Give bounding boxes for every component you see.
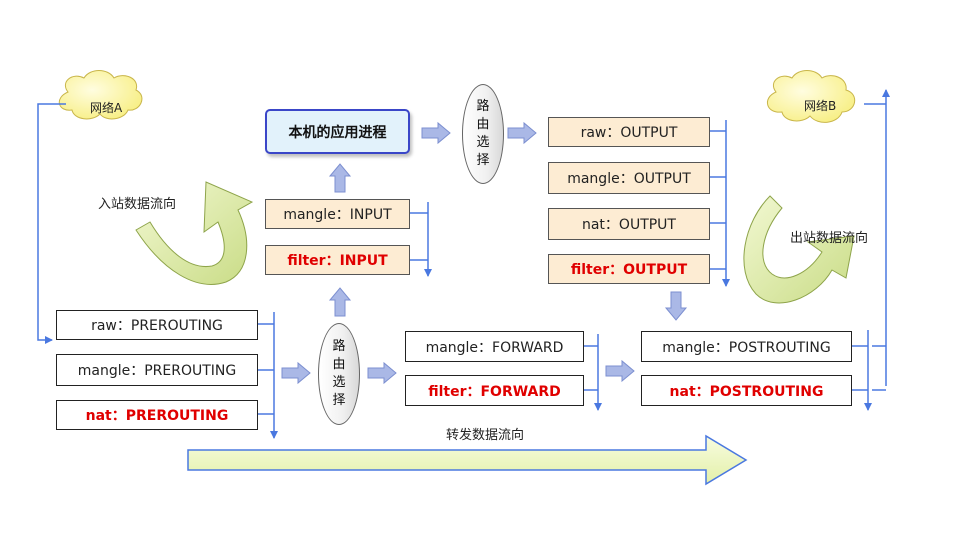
- arrow-input-to-app: [328, 163, 352, 193]
- routing-char: 择: [332, 393, 346, 408]
- arrow-prerouting-to-routing: [281, 361, 311, 385]
- routing-char: 选: [332, 375, 346, 390]
- prerouting-bracket: [258, 312, 278, 439]
- filter-input-box: filter：INPUT: [265, 245, 410, 275]
- filter-forward-box: filter：FORWARD: [405, 375, 584, 406]
- cloud-network-a-icon: [58, 70, 143, 120]
- arrow-routing-to-output: [507, 121, 537, 145]
- outbound-flow-label: 出站数据流向: [790, 231, 869, 246]
- arrow-forward-to-postrouting: [605, 359, 635, 383]
- network-b-label: 网络B: [804, 99, 837, 113]
- forward-flow-label: 转发数据流向: [446, 428, 525, 443]
- raw-prerouting-box: raw：PREROUTING: [56, 310, 258, 340]
- postrouting-bracket: [852, 330, 872, 411]
- nat-output-box: nat：OUTPUT: [548, 208, 710, 240]
- arrow-output-to-postrouting: [664, 291, 688, 321]
- routing-char: 由: [332, 357, 346, 372]
- forward-bracket: [584, 334, 602, 411]
- mangle-prerouting-box: mangle：PREROUTING: [56, 354, 258, 386]
- cloud-network-b-icon: [767, 70, 856, 123]
- input-bracket: [410, 202, 432, 277]
- forward-flow-big-arrow: [187, 434, 748, 486]
- outbound-network-line: [864, 89, 890, 391]
- mangle-postrouting-box: mangle：POSTROUTING: [641, 331, 852, 362]
- nat-postrouting-box: nat：POSTROUTING: [641, 375, 852, 406]
- routing-char: 路: [332, 339, 346, 354]
- arrow-routing-to-input: [328, 287, 352, 317]
- routing-char: 择: [476, 153, 490, 168]
- mangle-input-box: mangle：INPUT: [265, 199, 410, 229]
- routing-char: 由: [476, 117, 490, 132]
- routing-char: 选: [476, 135, 490, 150]
- mangle-output-box: mangle：OUTPUT: [548, 162, 710, 194]
- filter-output-box: filter：OUTPUT: [548, 254, 710, 284]
- inbound-network-line: [37, 103, 66, 344]
- mangle-forward-box: mangle：FORWARD: [405, 331, 584, 362]
- raw-output-box: raw：OUTPUT: [548, 117, 710, 147]
- routing-decision-bottom: 路 由 选 择: [318, 323, 360, 425]
- arrow-app-to-routing: [421, 121, 451, 145]
- inbound-flow-curved-arrow: [135, 181, 254, 285]
- nat-prerouting-box: nat：PREROUTING: [56, 400, 258, 430]
- output-bracket: [710, 120, 730, 287]
- inbound-flow-label: 入站数据流向: [98, 197, 177, 212]
- arrow-routing-to-forward: [367, 361, 397, 385]
- routing-decision-top: 路 由 选 择: [462, 84, 504, 184]
- local-app-process-box: 本机的应用进程: [265, 109, 410, 154]
- outbound-flow-curved-arrow: [743, 195, 855, 304]
- routing-char: 路: [476, 99, 490, 114]
- network-a-label: 网络A: [90, 101, 123, 115]
